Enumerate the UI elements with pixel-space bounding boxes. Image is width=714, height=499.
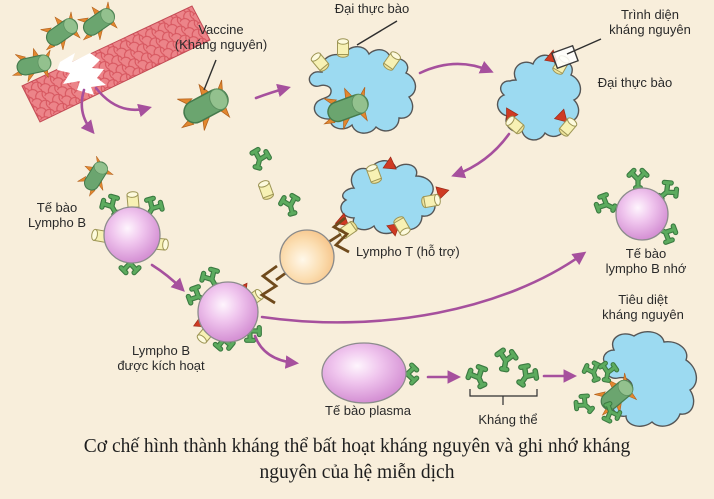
vaccine-icon [167,73,240,140]
antibody-icon [249,148,271,169]
flow-arrow-icon [80,88,95,135]
vaccine-icon [33,7,87,59]
tissue-wound-gap [57,53,106,95]
floating-particles [249,148,301,215]
b-cell [90,190,170,272]
activated-b-cell-label: Lympho B được kích hoạt [117,343,205,373]
flow-arrow-icon [253,334,300,369]
antibody-bracket [469,389,538,405]
caption-line-1: Cơ chế hình thành kháng thể bất hoạt khá… [83,436,631,457]
destroy-antigen-label: Tiêu diệt kháng nguyên [602,292,684,322]
vaccine-icon [72,153,118,202]
receptor-cylinder-icon [257,178,275,202]
antibody-icon [466,365,491,390]
macrophage-destroying [573,331,697,427]
macrophage-presenting [496,44,582,141]
skin-tissue-band [21,5,211,123]
flow-arrow-icon [260,251,587,324]
presentation-frame [551,44,579,70]
antibody-icon [573,393,596,416]
antigen-presentation-label: Trình diện kháng nguyên [609,7,691,37]
memory-b-cell [594,170,679,244]
antibody-icon [495,349,517,370]
activated-b-cell [186,267,264,349]
macrophage-top [308,38,417,136]
plasma-cell [321,342,417,404]
antibody-icon [513,363,539,389]
caption-line-2: nguyên của hệ miễn dịch [259,462,455,483]
antibody-icon [279,194,301,215]
vaccine-icon [70,0,124,49]
antibody-label: Kháng thể [478,412,538,427]
antibody-icon [594,193,617,217]
antibody-icon [629,170,647,187]
macrophage-center [332,156,451,241]
figure-caption: Cơ chế hình thành kháng thể bất hoạt khá… [0,434,714,486]
plasma-cell-label: Tế bào plasma [325,403,411,418]
flow-arrows [80,60,587,384]
vaccine-label: Vaccine (Kháng nguyên) [174,22,268,52]
b-cell-label: Tế bào Lympho B [27,200,87,230]
flow-arrow-icon [254,83,291,100]
receptor-cylinder-icon [337,38,349,58]
flow-arrow-icon [451,132,511,179]
memory-b-cell-label: Tế bào lympho B nhớ [605,246,687,276]
helper-t-cell [259,216,350,305]
flow-arrow-icon [150,263,185,292]
antibody-group [466,349,539,405]
macrophage-right-label: Đại thực bào [597,75,673,90]
helper-t-cell-label: Lympho T (hỗ trợ) [356,244,460,259]
flow-arrow-icon [94,86,152,117]
macrophage-top-label: Đại thực bào [334,1,410,16]
callout-lines [203,20,602,91]
flow-arrow-icon [418,60,494,75]
